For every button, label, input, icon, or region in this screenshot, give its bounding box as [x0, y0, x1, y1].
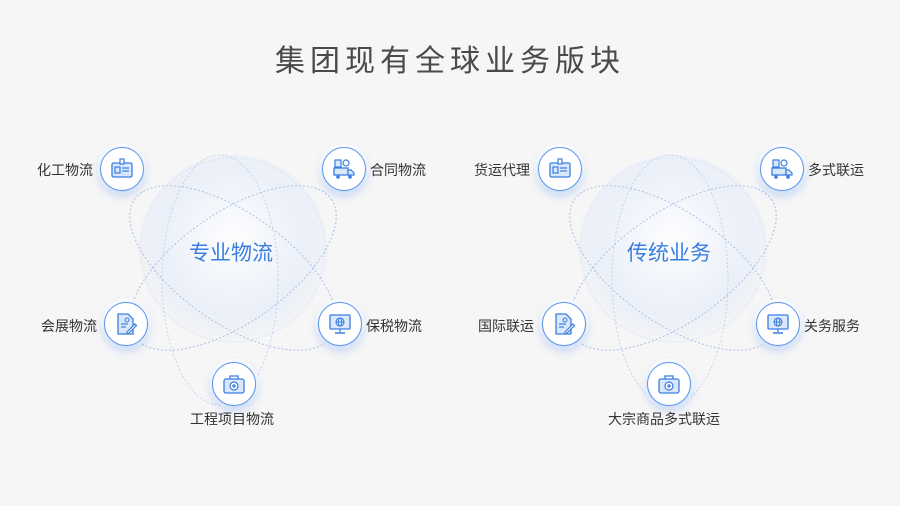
center-label: 传统业务	[627, 241, 711, 265]
center-label: 专业物流	[189, 241, 273, 265]
node-label: 化工物流	[37, 163, 93, 179]
node-label: 多式联运	[808, 163, 864, 179]
page-title: 集团现有全球业务版块	[275, 44, 625, 79]
panel-traditional-business: 传统业务 货运代理 多式联运 国际联运 关务服务 大宗商品多式联运	[450, 120, 900, 450]
document-pen-icon	[555, 313, 576, 335]
panel-professional-logistics: 专业物流 化工物流 合同物流 会展物流 保税物流 工程项目物流	[0, 120, 450, 450]
node-engineering-project-logistics[interactable]	[212, 362, 256, 406]
node-customs-services[interactable]	[756, 302, 800, 346]
node-international-transport[interactable]	[542, 302, 586, 346]
truck-icon	[771, 159, 793, 179]
document-pen-icon	[117, 313, 138, 335]
node-bonded-logistics[interactable]	[318, 302, 362, 346]
node-freight-forwarding[interactable]	[538, 147, 582, 191]
node-multimodal-transport[interactable]	[760, 147, 804, 191]
node-label: 大宗商品多式联运	[608, 412, 720, 428]
node-label: 保税物流	[366, 319, 422, 335]
node-label: 国际联运	[478, 319, 534, 335]
node-label: 关务服务	[804, 319, 860, 335]
node-label: 货运代理	[474, 163, 530, 179]
toolbox-icon	[223, 375, 245, 394]
truck-icon	[333, 159, 355, 179]
id-badge-icon	[111, 158, 133, 178]
node-contract-logistics[interactable]	[322, 147, 366, 191]
node-bulk-commodity-multimodal[interactable]	[647, 362, 691, 406]
toolbox-icon	[658, 375, 680, 394]
monitor-globe-icon	[329, 314, 351, 334]
monitor-globe-icon	[767, 314, 789, 334]
node-label: 合同物流	[370, 163, 426, 179]
node-label: 会展物流	[41, 319, 97, 335]
node-exhibition-logistics[interactable]	[104, 302, 148, 346]
node-chemical-logistics[interactable]	[100, 147, 144, 191]
node-label: 工程项目物流	[190, 412, 274, 428]
id-badge-icon	[549, 158, 571, 178]
globe-orbit-graphic	[129, 154, 337, 406]
